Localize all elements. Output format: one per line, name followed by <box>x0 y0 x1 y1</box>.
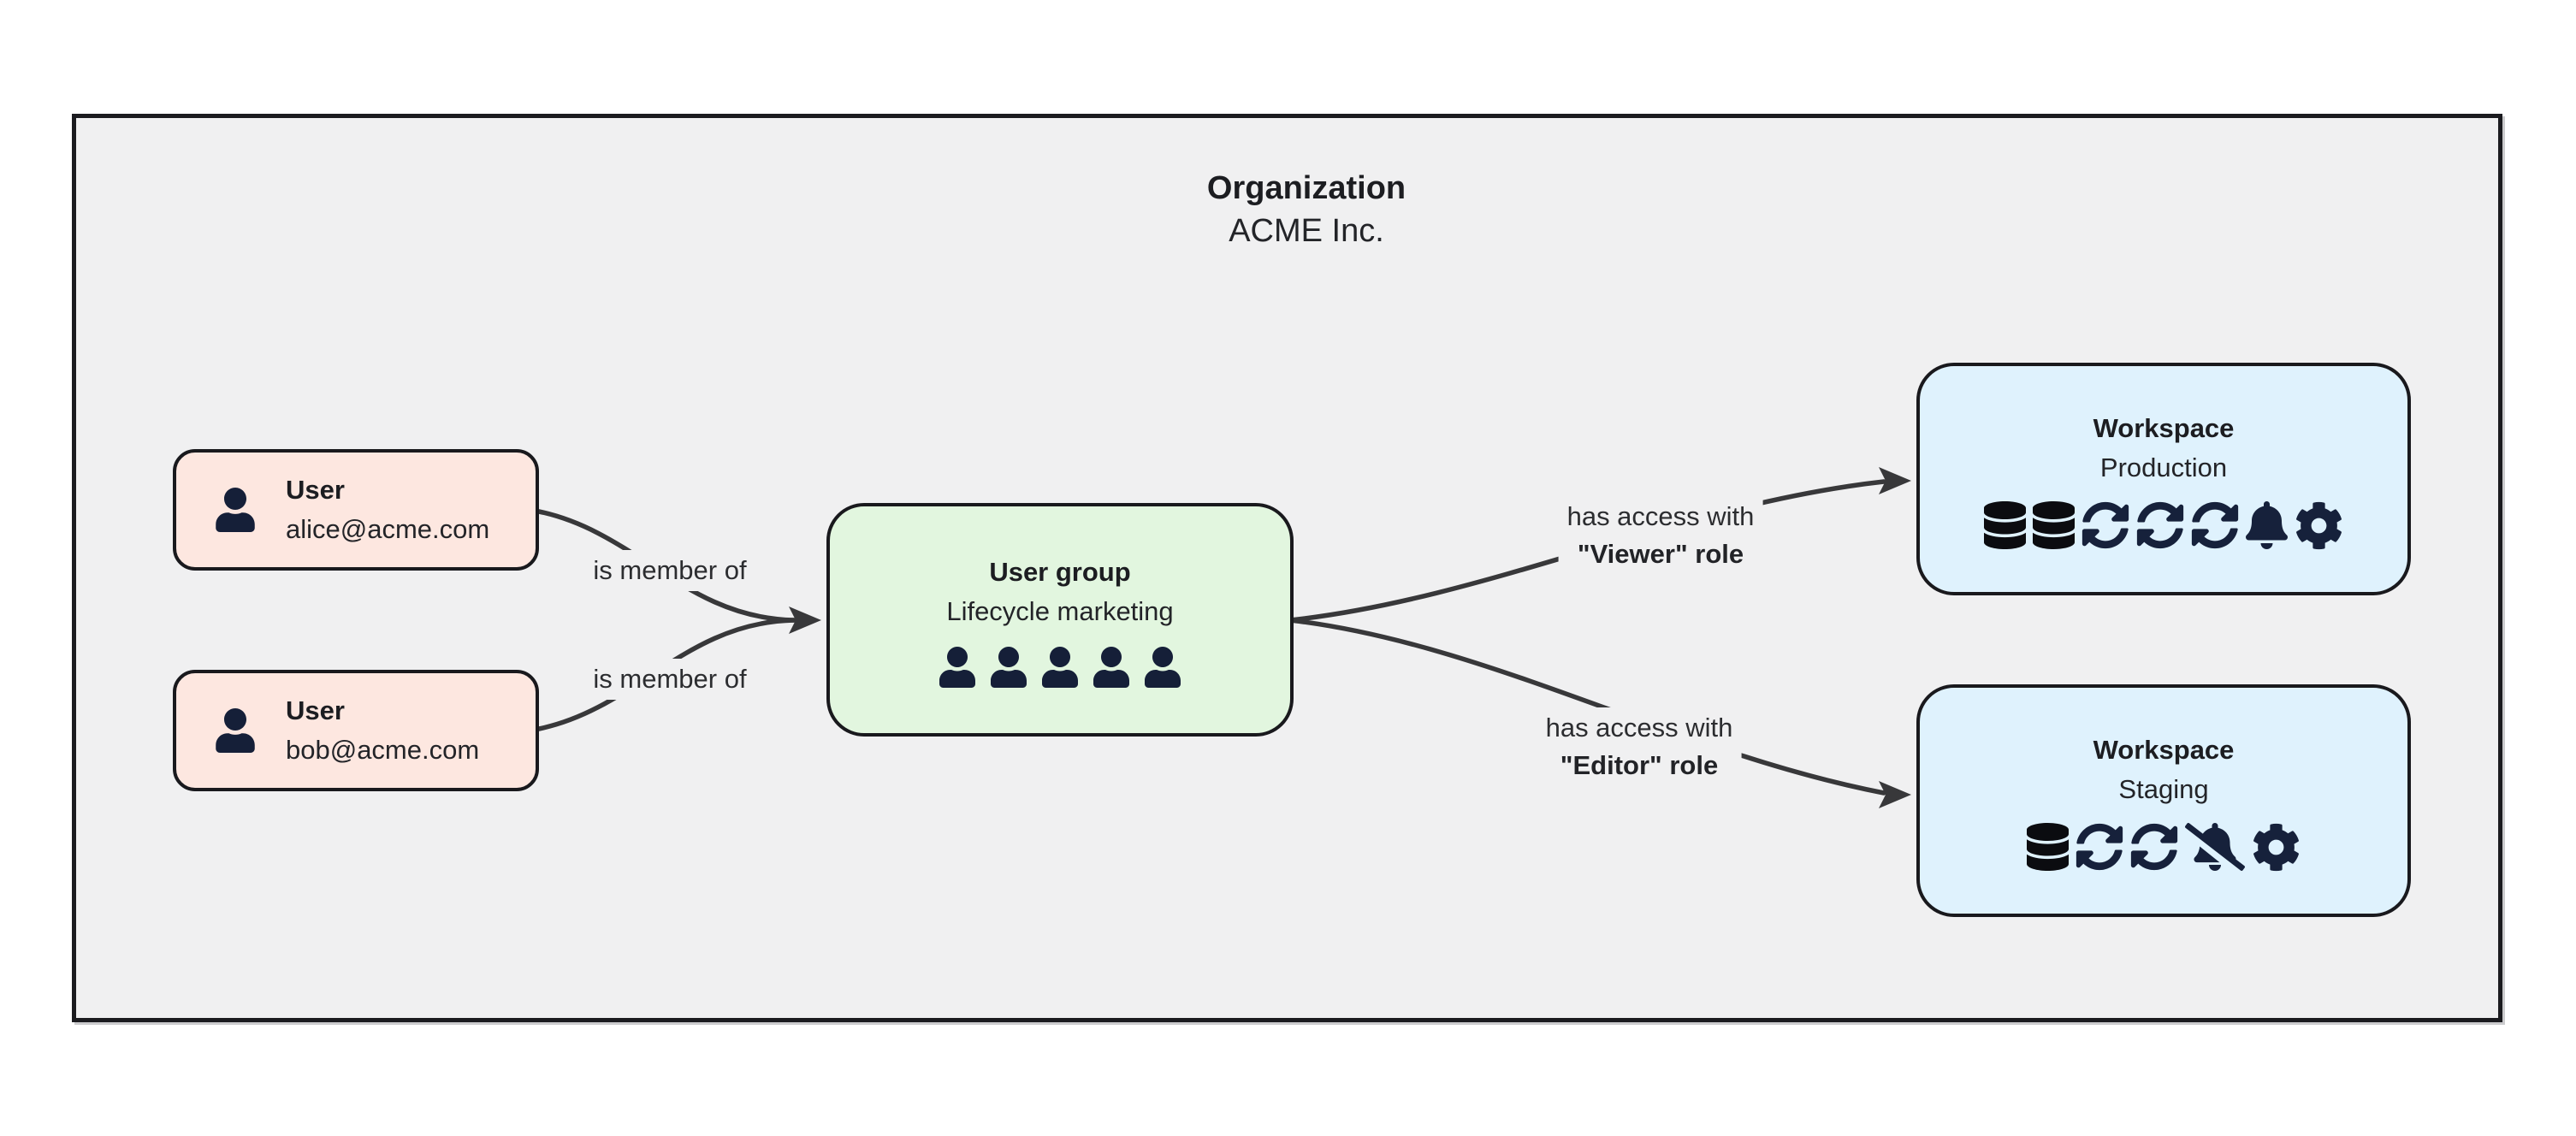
user-email: bob@acme.com <box>286 735 480 765</box>
sync-icon <box>2130 823 2178 871</box>
workspace-name: Production <box>2099 452 2228 482</box>
gear-icon <box>2296 501 2342 549</box>
workspace-name: Staging <box>2118 773 2209 804</box>
user-email: alice@acme.com <box>286 514 490 544</box>
workspace-resources-icon-row <box>2027 823 2301 872</box>
user-icon <box>939 646 975 688</box>
node-type-label: User group <box>989 556 1131 587</box>
database-icon <box>2027 823 2069 871</box>
edge-label-viewer-access: has access with "Viewer" role <box>1558 496 1763 575</box>
node-type-label: Workspace <box>2093 734 2235 765</box>
node-type-label: User <box>286 695 345 725</box>
user-icon <box>991 646 1027 688</box>
user-node-alice: User alice@acme.com <box>173 449 539 571</box>
node-type-label: User <box>286 475 345 505</box>
database-icon <box>2033 501 2075 549</box>
user-icon <box>1042 646 1078 688</box>
user-icon <box>1093 646 1129 688</box>
group-members-icon-row <box>939 646 1181 688</box>
gear-icon <box>2253 823 2299 871</box>
organization-subtitle: ACME Inc. <box>1229 213 1384 249</box>
user-icon-slot <box>216 488 255 532</box>
sync-icon <box>2082 501 2129 549</box>
edge-label-alice-membership: is member of <box>584 550 755 591</box>
organization-title-block: Organization ACME Inc. <box>1207 168 1406 253</box>
bell-icon <box>2246 501 2288 549</box>
user-node-bob: User bob@acme.com <box>173 670 539 791</box>
edge-label-editor-access: has access with "Editor" role <box>1537 707 1742 786</box>
workspace-node-production: Workspace Production <box>1916 363 2411 595</box>
workspace-resources-icon-row <box>1984 501 2343 550</box>
node-type-label: Workspace <box>2093 412 2235 443</box>
edge-label-bob-membership: is member of <box>584 659 755 700</box>
user-icon <box>216 708 255 753</box>
group-name: Lifecycle marketing <box>946 595 1174 626</box>
organization-title: Organization <box>1206 170 1406 206</box>
database-icon <box>1984 501 2026 549</box>
user-group-node: User group Lifecycle marketing <box>826 503 1294 737</box>
user-icon <box>1145 646 1181 688</box>
user-node-text: User alice@acme.com <box>286 470 489 549</box>
bell-slash-icon <box>2185 823 2245 871</box>
sync-icon <box>2136 501 2184 549</box>
user-icon-slot <box>216 708 255 753</box>
workspace-node-staging: Workspace Staging <box>1916 684 2411 917</box>
sync-icon <box>2191 501 2239 549</box>
user-node-text: User bob@acme.com <box>286 691 479 770</box>
user-icon <box>216 488 255 532</box>
sync-icon <box>2076 823 2123 871</box>
